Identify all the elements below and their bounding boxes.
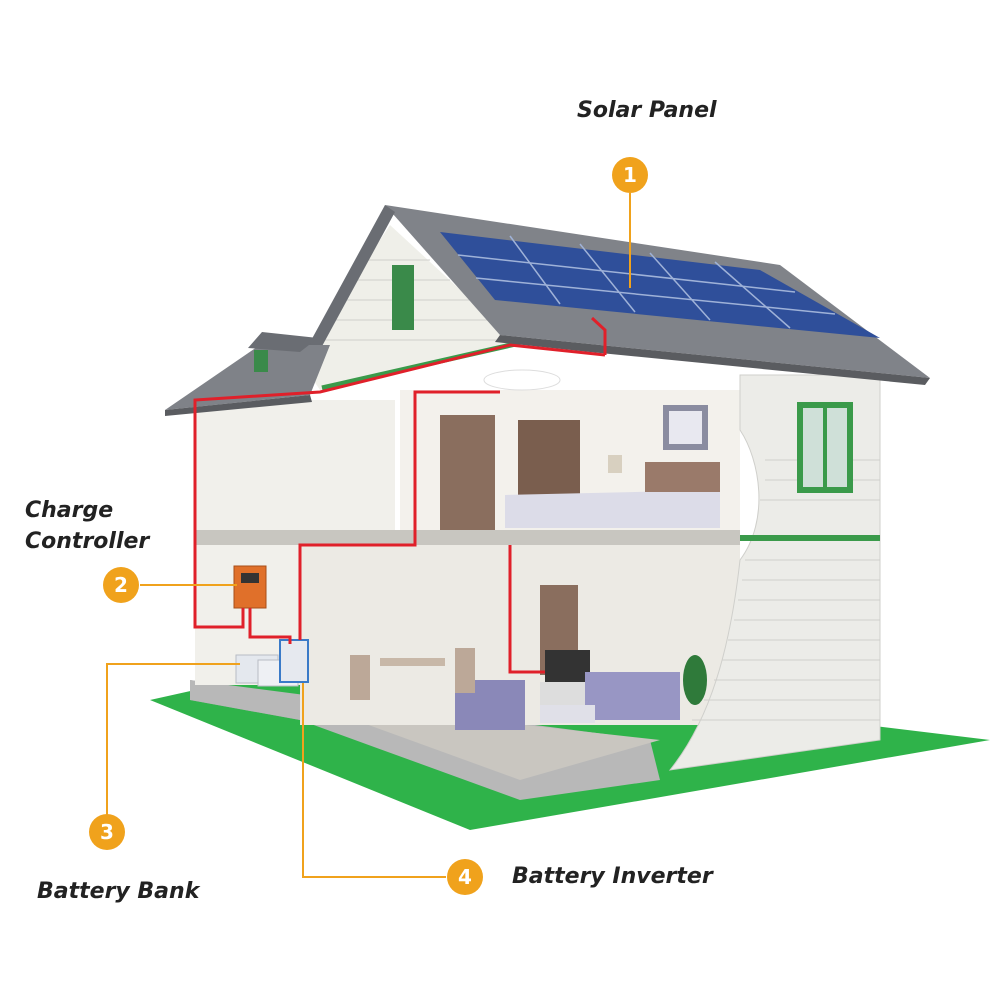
- controller-wire: [248, 608, 292, 644]
- bedside-lamp: [608, 455, 622, 473]
- charge-controller-device: [233, 565, 267, 609]
- gable-roof-edge: [296, 205, 395, 372]
- upper-wire: [298, 390, 500, 640]
- leader-lines: [106, 193, 631, 878]
- leader-4: [302, 683, 446, 878]
- badge-1: 1: [612, 157, 648, 193]
- badge-1-number: 1: [623, 163, 637, 187]
- left-roof-edge: [165, 395, 312, 416]
- battery-inverter-device: [279, 639, 309, 683]
- solar-panel-array: [440, 232, 880, 338]
- badge-3-number: 3: [100, 820, 114, 844]
- badge-2: 2: [103, 567, 139, 603]
- dining-chair: [350, 655, 370, 700]
- wardrobe: [518, 420, 580, 505]
- ceiling-light: [483, 369, 561, 391]
- dining-table: [380, 658, 445, 666]
- tv: [545, 650, 590, 682]
- badge-4-number: 4: [458, 865, 472, 889]
- solar-panel-grid: [457, 235, 836, 329]
- sofa-right: [585, 672, 680, 720]
- roof-wire: [193, 343, 606, 629]
- bedroom-door: [440, 415, 495, 530]
- badge-3: 3: [89, 814, 125, 850]
- wiring: [193, 316, 607, 674]
- dormer-window: [254, 350, 268, 372]
- bed-headboard: [645, 462, 720, 492]
- label-battery-bank: Battery Bank: [37, 879, 200, 904]
- label-battery-inverter: Battery Inverter: [512, 864, 713, 889]
- plant: [683, 655, 707, 705]
- tv-wire: [508, 545, 545, 674]
- bed: [505, 490, 720, 528]
- panel-down-wire: [590, 316, 607, 355]
- badge-2-number: 2: [114, 573, 128, 597]
- label-charge-controller-line1: Charge: [25, 498, 114, 523]
- siding-lines: [692, 459, 880, 721]
- leader-3: [106, 663, 240, 815]
- charge-controller-screen: [241, 573, 259, 583]
- label-solar-panel: Solar Panel: [577, 98, 717, 123]
- badge-4: 4: [447, 859, 483, 895]
- dormer-roof: [248, 332, 318, 352]
- label-charge-controller-line2: Controller: [25, 529, 150, 554]
- wall-picture-inner: [669, 411, 702, 444]
- dining-chair: [455, 648, 475, 693]
- siding-trim: [740, 535, 880, 541]
- gable-vent: [392, 265, 414, 330]
- floor-divider: [195, 530, 740, 545]
- coffee-table: [540, 705, 595, 723]
